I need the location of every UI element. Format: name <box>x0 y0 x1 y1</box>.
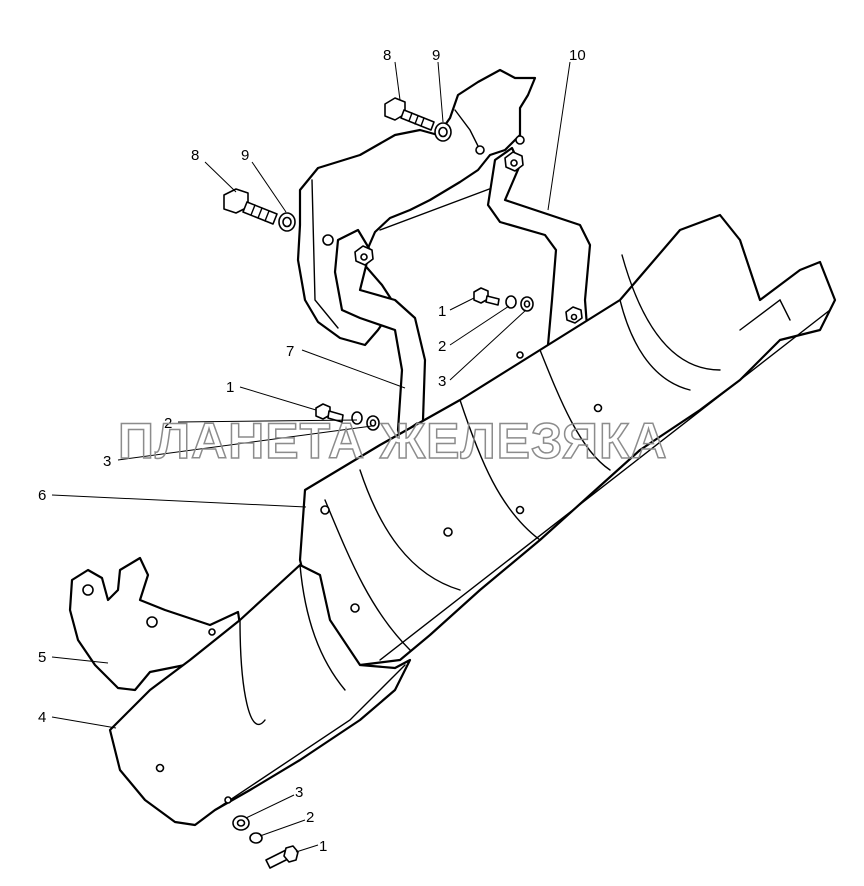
callout-1-bottom: 1 <box>319 838 327 855</box>
washer-2-bottom <box>249 832 263 844</box>
callout-lines <box>51 61 571 853</box>
washer-9-lower <box>278 212 296 232</box>
callout-7: 7 <box>286 343 294 360</box>
bolt-1-bottom <box>265 845 299 869</box>
callout-labels: 8 9 10 8 9 1 2 3 7 1 2 3 6 5 4 3 2 1 <box>38 47 586 855</box>
callout-2-mid: 2 <box>164 415 172 432</box>
bolt-8-upper <box>384 97 435 131</box>
washer-2-right <box>505 295 517 309</box>
bolt-8-lower <box>223 188 278 225</box>
callout-10: 10 <box>569 47 586 64</box>
washer-3-bottom <box>232 815 250 831</box>
washer-9-upper <box>434 122 452 142</box>
bolt-1-mid <box>315 403 344 423</box>
callout-9-top: 9 <box>432 47 440 64</box>
callout-5: 5 <box>38 649 46 666</box>
callout-8-left: 8 <box>191 147 199 164</box>
watermark-text: ПЛАНЕТА ЖЕЛЕЗЯКА <box>118 413 668 469</box>
callout-1-mid: 1 <box>226 379 234 396</box>
callout-2-bottom: 2 <box>306 809 314 826</box>
callout-6: 6 <box>38 487 46 504</box>
washer-2-mid <box>351 411 363 425</box>
callout-8-top: 8 <box>383 47 391 64</box>
washer-3-right <box>520 296 534 312</box>
callout-3-mid: 3 <box>103 453 111 470</box>
heat-shield-upper <box>298 213 837 667</box>
callout-9-left: 9 <box>241 147 249 164</box>
heat-shield-lower <box>108 563 412 827</box>
bolt-1-right <box>473 287 500 306</box>
callout-1-right: 1 <box>438 303 446 320</box>
callout-4: 4 <box>38 709 46 726</box>
callout-3-bottom: 3 <box>295 784 303 801</box>
callout-3-right: 3 <box>438 373 446 390</box>
callout-2-right: 2 <box>438 338 446 355</box>
